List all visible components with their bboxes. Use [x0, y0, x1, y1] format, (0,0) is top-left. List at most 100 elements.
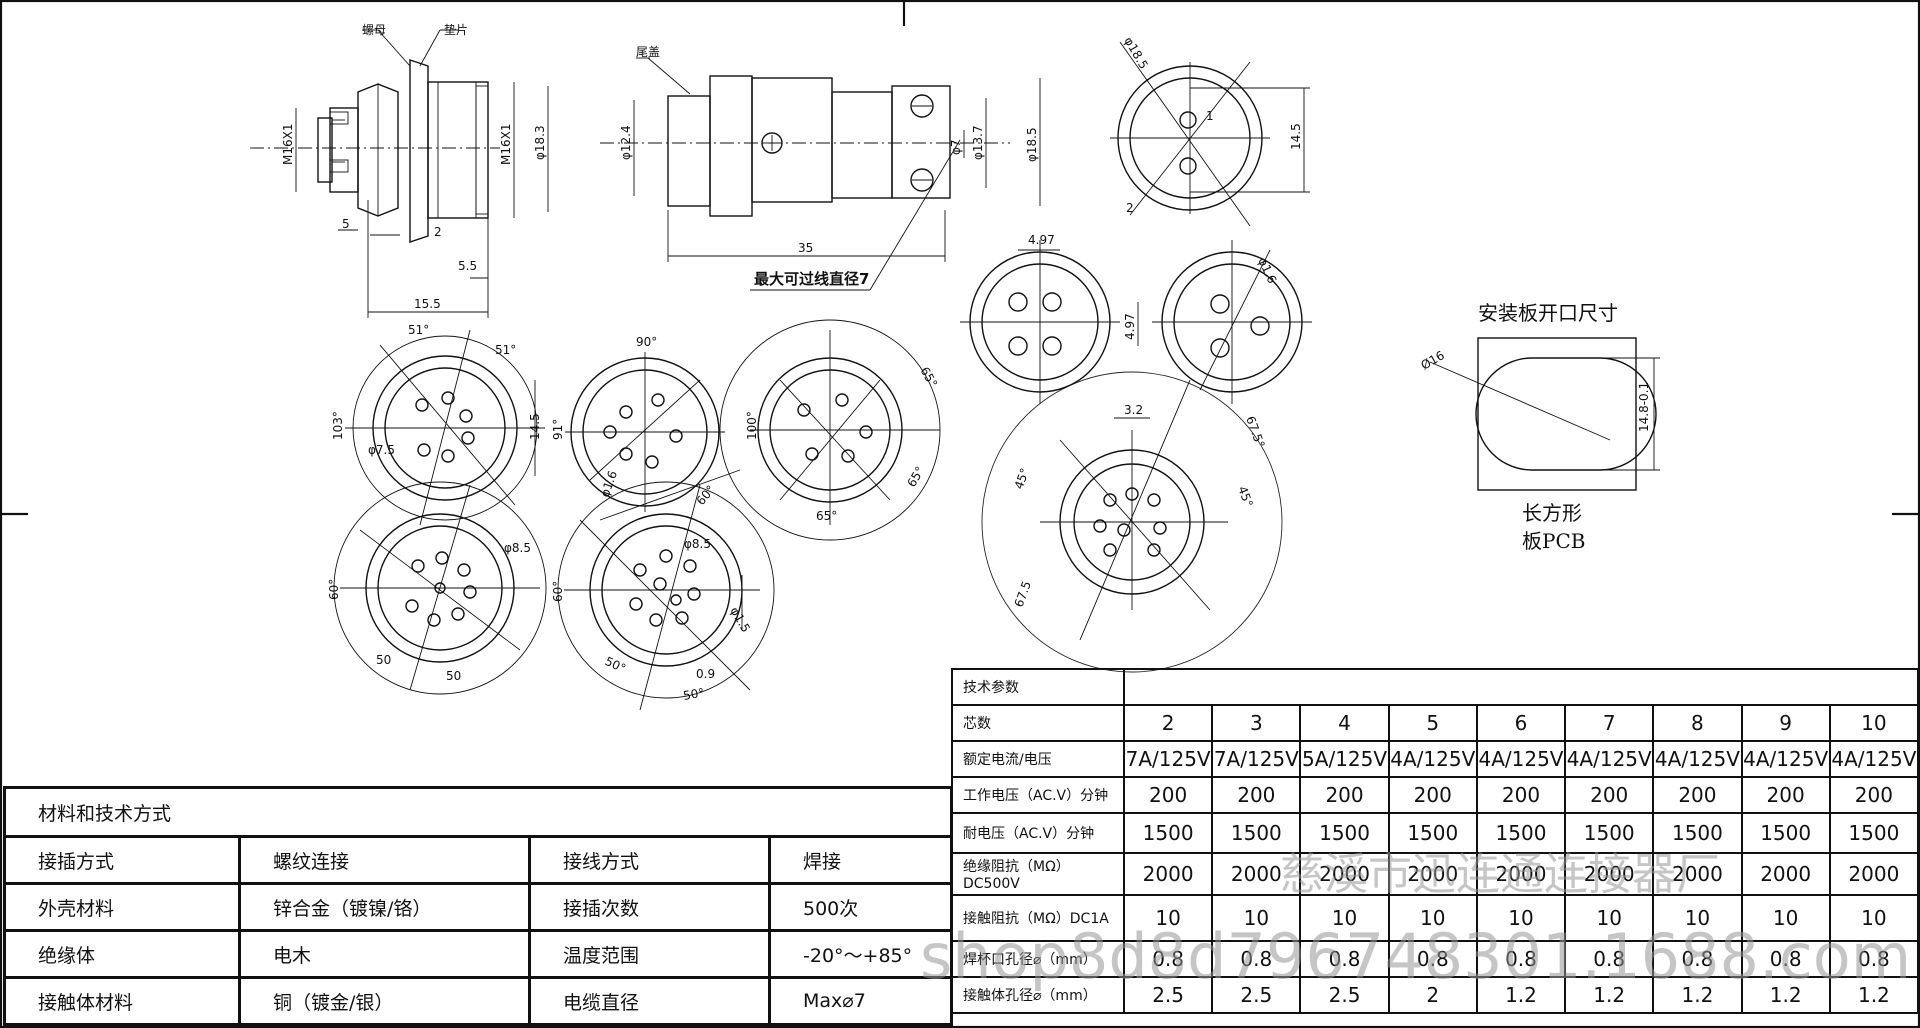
specs-cell: 0.8	[1387, 940, 1478, 978]
multi-dim-3-2: 3.2	[1124, 403, 1143, 417]
specs-cell: 10	[1564, 894, 1655, 942]
face7-dim-51a: 51°	[408, 323, 429, 337]
mounting-shape: 长方形	[1522, 501, 1582, 525]
specs-cell: 4A/125V	[1652, 740, 1743, 778]
mat-value: 铜（镀金/银）	[238, 976, 531, 1026]
specs-cell: 1.2	[1828, 976, 1920, 1014]
specs-core-count: 5	[1387, 704, 1478, 742]
specs-cell: 10	[1211, 894, 1302, 942]
specs-cell: 7A/125V	[1122, 740, 1214, 778]
specs-cell: 2000	[1652, 852, 1743, 896]
specs-cell: 2000	[1122, 852, 1214, 896]
face10-dim-50a: 50°	[603, 654, 628, 676]
face7-dim-51b: 51°	[495, 343, 516, 357]
specs-cell: 2	[1387, 976, 1478, 1014]
face9-dim-50a: 50	[376, 653, 391, 667]
specs-cell: 1500	[1564, 812, 1655, 854]
specs-row-label: 接触阻抗（MΩ）DC1A	[951, 894, 1125, 942]
dim-5: 5	[342, 217, 350, 231]
specs-cell: 1.2	[1652, 976, 1743, 1014]
multi-dim-45b: 45°	[1235, 484, 1255, 509]
mat-key: 电缆直径	[528, 976, 771, 1026]
specs-cell: 1500	[1122, 812, 1214, 854]
specs-cell: 2.5	[1211, 976, 1302, 1014]
specs-cell: 200	[1828, 776, 1920, 814]
specs-cell: 4A/125V	[1564, 740, 1655, 778]
specs-cell: 200	[1475, 776, 1567, 814]
multi-dim-67-5b: 67.5	[1012, 579, 1034, 609]
washer-callout: 垫片	[444, 22, 468, 37]
specs-title: 技术参数	[951, 668, 1125, 706]
specs-cell: 200	[1299, 776, 1390, 814]
specs-row-label: 焊杯口孔径⌀（mm）	[951, 940, 1125, 978]
specs-core-count: 10	[1828, 704, 1920, 742]
table-row: 外壳材料 锌合金（镀镍/铬） 接插次数 500次	[3, 882, 953, 932]
face-view-row-1: 51° 51° 103° 14.5 φ7.5 90° 91° 60° φ1.6 …	[331, 319, 941, 541]
plug-dim-12-4: φ12.4	[619, 125, 633, 160]
specs-core-count: 9	[1740, 704, 1831, 742]
specs-row-label: 额定电流/电压	[951, 740, 1125, 778]
specs-cell: 200	[1564, 776, 1655, 814]
specs-cell: 0.8	[1122, 940, 1214, 978]
specs-cell: 200	[1211, 776, 1302, 814]
mat-key: 接插次数	[528, 882, 771, 932]
table-row: 接触体材料 铜（镀金/银） 电缆直径 Max⌀7	[3, 976, 953, 1026]
specs-cell: 1500	[1387, 812, 1478, 854]
socket-side-view: 螺母 垫片 M16X1 M16X1 φ18.3 5 2 5.5 15.5	[250, 22, 549, 318]
face10-dim-8-5: φ8.5	[684, 537, 711, 551]
specs-cell: 1.2	[1564, 976, 1655, 1014]
specs-cell: 2.5	[1122, 976, 1214, 1014]
mat-value: 500次	[768, 882, 953, 932]
specs-cell: 0.8	[1564, 940, 1655, 978]
face8-dim-90: 90°	[636, 335, 657, 349]
face2-dim-d: φ18.5	[1121, 35, 1150, 72]
mat-key: 接插方式	[3, 835, 241, 885]
mat-key: 绝缘体	[3, 929, 241, 979]
mat-value: 锌合金（镀镍/铬）	[238, 882, 531, 932]
specs-row-label: 耐电压（AC.V）分钟	[951, 812, 1125, 854]
specs-cell: 2000	[1475, 852, 1567, 896]
diameter-dim: φ18.3	[533, 125, 547, 160]
face2-pin-1: 1	[1206, 109, 1214, 123]
face8-dim-91: 91°	[551, 419, 565, 440]
specs-cell: 0.8	[1652, 940, 1743, 978]
specs-core-count: 3	[1211, 704, 1302, 742]
dim-5-5: 5.5	[458, 259, 477, 273]
dim-15-5: 15.5	[414, 297, 441, 311]
specs-cell: 2000	[1211, 852, 1302, 896]
face5-dim-100: 100°	[745, 411, 759, 440]
specs-cell: 4A/125V	[1387, 740, 1478, 778]
face10-dim-0-9: 0.9	[696, 667, 715, 681]
nut-callout: 螺母	[362, 23, 386, 37]
face9-dim-8-5: φ8.5	[504, 541, 531, 555]
specs-row-label: 工作电压（AC.V）分钟	[951, 776, 1125, 814]
face5-dim-65b: 65°	[904, 464, 927, 489]
face4-dim-b: 4.97	[1123, 313, 1137, 340]
specs-cell: 0.8	[1475, 940, 1567, 978]
mounting-cutout: 安装板开口尺寸 Ø16 14.8-0.1 长方形 板PCB	[1419, 301, 1660, 553]
thread-dim-left: M16X1	[281, 124, 295, 165]
max-cable-callout: 最大可过线直径7	[754, 270, 869, 288]
mat-key: 接触体材料	[3, 976, 241, 1026]
specs-cell: 0.8	[1211, 940, 1302, 978]
specs-cell: 2000	[1828, 852, 1920, 896]
specs-cell: 4A/125V	[1828, 740, 1920, 778]
cap-callout: 尾盖	[636, 45, 660, 59]
materials-table: 材料和技术方式 接插方式 螺纹连接 接线方式 焊接 外壳材料 锌合金（镀镍/铬）…	[3, 786, 953, 1026]
face7-dim-103: 103°	[331, 411, 345, 440]
mat-value: 螺纹连接	[238, 835, 531, 885]
thread-dim-right: M16X1	[499, 124, 513, 165]
plug-dim-35: 35	[798, 241, 813, 255]
table-row: 绝缘体 电木 温度范围 -20°～+85°	[3, 929, 953, 979]
plug-dim-7: φ7	[949, 139, 963, 155]
specs-cell: 2.5	[1299, 976, 1390, 1014]
mat-value: Max⌀7	[768, 976, 953, 1026]
